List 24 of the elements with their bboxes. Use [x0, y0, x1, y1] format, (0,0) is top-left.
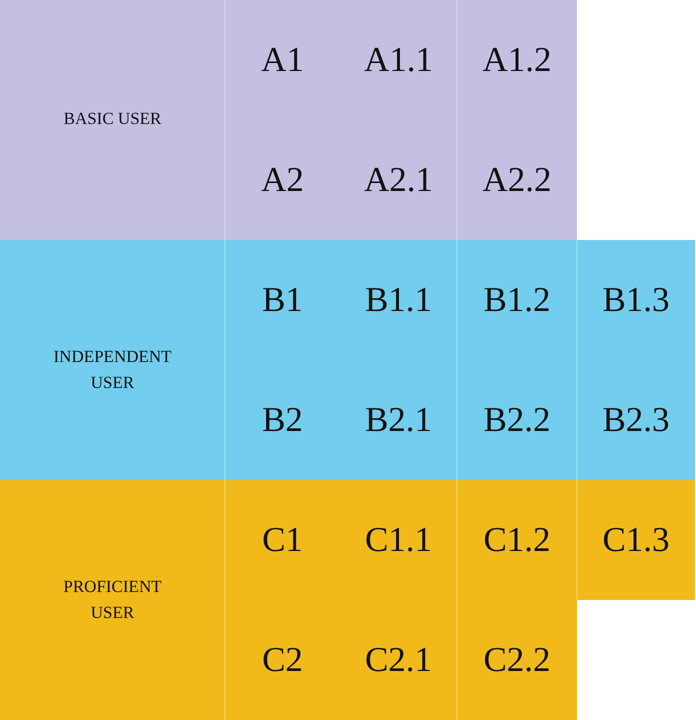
- level-code: B1: [262, 280, 303, 320]
- level-code: A2: [261, 160, 304, 200]
- level-title: PROFICIENT USER: [62, 576, 163, 624]
- level-code: A1.2: [482, 40, 552, 80]
- level-code: B2.2: [483, 400, 551, 440]
- level-code: C2.1: [364, 640, 432, 680]
- level-code: C1.2: [483, 520, 551, 560]
- level-title: INDEPENDENT USER: [54, 346, 172, 394]
- level-code: C1.3: [602, 520, 670, 560]
- level-code: C1: [262, 520, 303, 560]
- level-code: A1.1: [364, 40, 434, 80]
- level-code: A1: [261, 40, 304, 80]
- level-code: B1.3: [602, 280, 670, 320]
- level-code: B1.1: [364, 280, 432, 320]
- level-title: BASIC USER: [62, 108, 162, 130]
- level-code: A2.2: [482, 160, 552, 200]
- level-code: B2.1: [364, 400, 432, 440]
- level-code: C2.2: [483, 640, 551, 680]
- level-code: B2: [262, 400, 303, 440]
- level-code: C2: [262, 640, 303, 680]
- level-code: B2.3: [602, 400, 670, 440]
- level-code: C1.1: [364, 520, 432, 560]
- level-code: B1.2: [483, 280, 551, 320]
- level-code: A2.1: [364, 160, 434, 200]
